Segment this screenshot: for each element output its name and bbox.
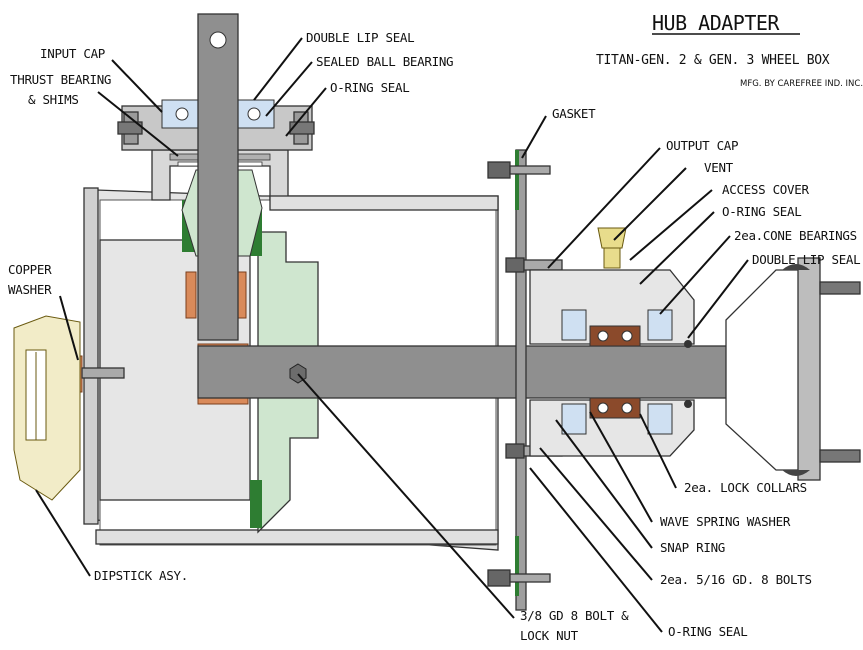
- label-cone-bearings: 2ea.CONE BEARINGS: [734, 228, 857, 243]
- label-gasket: GASKET: [552, 106, 596, 121]
- label-wave-spring-washer: WAVE SPRING WASHER: [660, 514, 791, 529]
- label-o-ring-seal-right: O-RING SEAL: [722, 204, 801, 219]
- diagram-title: HUB ADAPTER: [652, 11, 780, 35]
- label-o-ring-seal-bottom: O-RING SEAL: [668, 624, 747, 639]
- label-copper-washer-2: WASHER: [8, 282, 52, 297]
- label-output-cap: OUTPUT CAP: [666, 138, 738, 153]
- gasket-top: [515, 150, 519, 210]
- manufacturer-note: MFG. BY CAREFREE IND. INC.: [740, 79, 863, 89]
- label-thrust-shims: & SHIMS: [28, 92, 79, 107]
- leader-lines: [35, 37, 749, 633]
- label-double-lip-seal-right: DOUBLE LIP SEAL: [752, 252, 860, 267]
- label-lock-collars: 2ea. LOCK COLLARS: [684, 480, 807, 495]
- diagram-subtitle: TITAN-GEN. 2 & GEN. 3 WHEEL BOX: [596, 53, 830, 68]
- output-shaft: [197, 345, 729, 399]
- label-input-cap: INPUT CAP: [40, 46, 105, 61]
- output-cap: [529, 269, 695, 457]
- shaft-hole: [209, 31, 227, 49]
- label-double-lip-seal-top: DOUBLE LIP SEAL: [306, 30, 414, 45]
- label-bolts-5-16: 2ea. 5/16 GD. 8 BOLTS: [660, 572, 812, 587]
- vent: [597, 227, 627, 269]
- label-snap-ring: SNAP RING: [660, 540, 725, 555]
- gasket-bottom: [515, 536, 519, 596]
- label-o-ring-seal-top: O-RING SEAL: [330, 80, 409, 95]
- wheel-hub: [725, 257, 861, 481]
- label-access-cover: ACCESS COVER: [722, 182, 809, 197]
- label-copper-washer-1: COPPER: [8, 262, 52, 277]
- input-shaft: [197, 13, 239, 341]
- label-lock-nut: LOCK NUT: [520, 628, 579, 643]
- label-dipstick: DIPSTICK ASY.: [94, 568, 188, 583]
- label-sealed-ball-bearing: SEALED BALL BEARING: [316, 54, 453, 69]
- label-bolt-3-8: 3/8 GD 8 BOLT &: [520, 608, 629, 623]
- label-thrust-bearing: THRUST BEARING: [10, 72, 111, 87]
- dipstick-assembly: [13, 315, 81, 501]
- label-vent: VENT: [704, 160, 734, 175]
